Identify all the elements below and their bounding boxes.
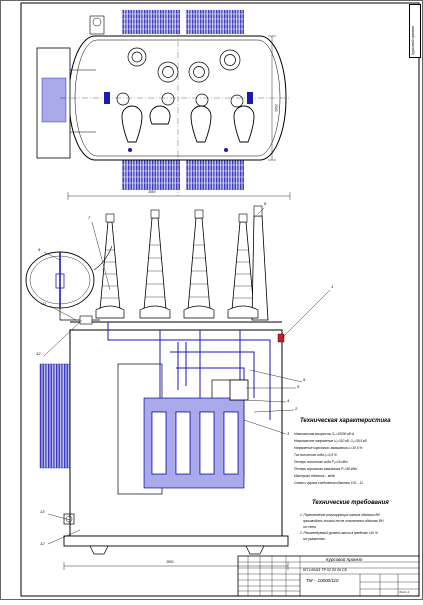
characteristics-line: Схема и группа соединения обмоток Y/D – … (294, 481, 363, 485)
leader-number: 2 (295, 406, 298, 411)
leader-number: 9 (38, 247, 41, 252)
bushings (99, 215, 269, 321)
characteristics-line: Ток холостого хода i₀=0,6 % (294, 453, 337, 457)
characteristics-line: Номинальная мощность Sₙ=10000 кВ·А (294, 432, 354, 436)
characteristics-line: Потери холостого хода P₀=16 кВт (294, 460, 348, 464)
leader-number: 3 (287, 431, 290, 436)
title-block-code: КП 140411 ТР 02 00 00 СБ (303, 568, 347, 572)
dimension-base-width: 3850 (166, 560, 174, 564)
characteristics-line: Напряжение короткого замыкания uₖ=10,5 % (294, 446, 363, 450)
dimension-tank-width: 3880 (148, 190, 156, 194)
leader-number: 1 (331, 284, 334, 289)
requirements-line: от сети. (303, 525, 317, 529)
leader-lines (43, 207, 331, 545)
characteristics-title: Техническая характеристика (300, 418, 391, 424)
characteristics-line: Номинальное напряжение U₁=110 кВ, U₂=38,… (294, 439, 367, 443)
dimension-tank-depth: 2040 (274, 104, 278, 112)
characteristics-line: Потери короткого замыкания Pₖ=56 кВт (294, 467, 358, 471)
top-view (36, 10, 291, 200)
corner-stamp: Курсовой проект (409, 4, 421, 58)
front-view (25, 205, 289, 570)
leader-number: 7 (88, 215, 91, 220)
requirements-title: Технические требования (312, 500, 389, 506)
requirements-line: 2. Рекомендуемый уровень масла в предела… (300, 531, 378, 535)
title-block (237, 555, 420, 597)
leader-number: 5 (297, 384, 300, 389)
characteristics-line: Материал обмоток – медь (294, 474, 336, 478)
requirements-line: от указанного. (303, 537, 326, 541)
radiator-bank-bottom (122, 160, 244, 190)
leader-number: 11 (42, 301, 47, 306)
radiator-bank-top (122, 10, 244, 34)
title-block-sheet: Лист 1 (399, 590, 410, 594)
leader-number: 4 (287, 398, 290, 403)
leader-number: 12 (36, 351, 41, 356)
requirements-line: 1. Переключение регулирующих витков обмо… (300, 513, 380, 517)
leader-number: 12 (40, 541, 45, 546)
title-block-designation: ТМ – 10000/110 (306, 578, 339, 583)
leader-number: 13 (40, 509, 45, 514)
leader-number: 9 (303, 377, 306, 382)
leader-number: 8 (264, 201, 267, 206)
title-block-project: Курсовой проект (326, 557, 363, 562)
corner-stamp-text: Курсовой проект (410, 25, 415, 55)
requirements-line: производить только после отключения обмо… (303, 519, 384, 523)
